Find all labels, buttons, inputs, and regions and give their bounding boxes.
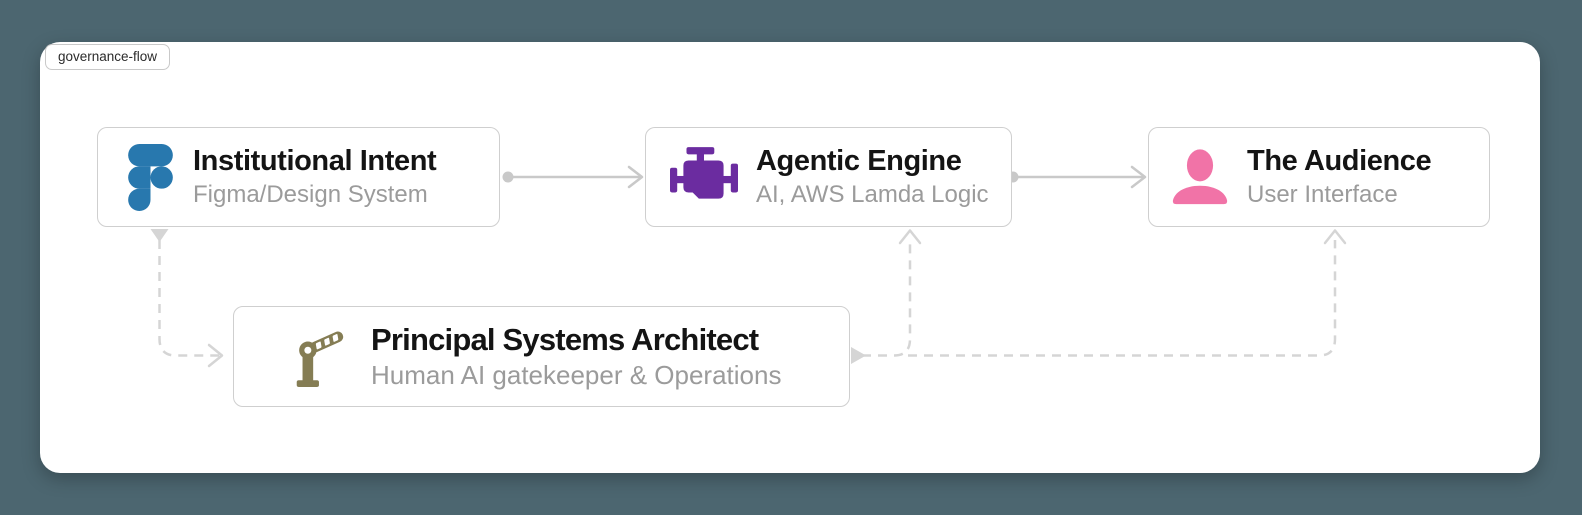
node-institutional-intent[interactable]: Institutional Intent Figma/Design System [97,127,500,227]
engine-icon [670,147,738,207]
connector-architect-to-engine[interactable] [851,229,922,365]
node-subtitle: Figma/Design System [193,180,428,208]
node-title: The Audience [1247,145,1432,178]
figma-icon [128,143,173,211]
connector-architect-to-audience[interactable] [908,229,1347,357]
node-subtitle: Human AI gatekeeper & Operations [371,360,782,391]
connector-intent-to-architect[interactable] [150,229,224,368]
node-agentic-engine[interactable]: Agentic Engine AI, AWS Lamda Logic [645,127,1012,227]
node-principal-systems-architect[interactable]: Principal Systems Architect Human AI gat… [233,306,850,407]
node-the-audience[interactable]: The Audience User Interface [1148,127,1490,227]
connector-engine-to-audience[interactable] [1007,165,1147,189]
node-title: Institutional Intent [193,145,437,178]
user-icon [1169,145,1231,209]
frame-label[interactable]: governance-flow [45,44,171,70]
node-subtitle: AI, AWS Lamda Logic [756,180,989,208]
node-title: Agentic Engine [756,145,962,178]
node-title: Principal Systems Architect [371,321,759,357]
boom-barrier-icon [289,326,347,388]
node-subtitle: User Interface [1247,180,1398,208]
connector-intent-to-engine[interactable] [502,165,644,189]
